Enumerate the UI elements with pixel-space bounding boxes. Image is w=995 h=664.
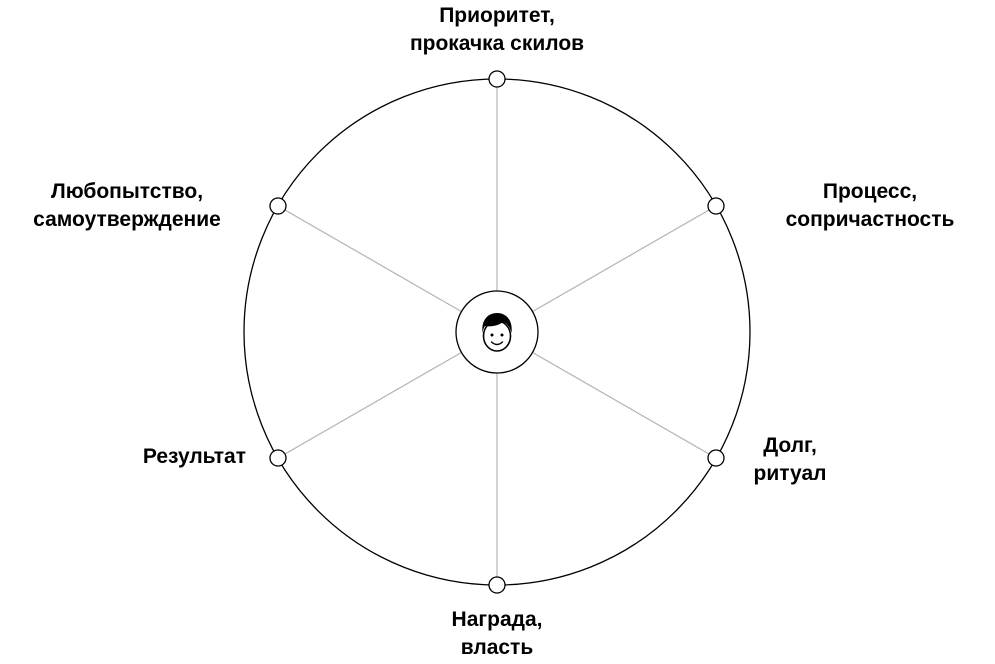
label-line: Любопытство,	[50, 180, 204, 203]
label-duty: Долг, ритуал	[754, 432, 827, 488]
label-line: Приоритет,	[439, 4, 555, 27]
node-top	[488, 70, 506, 88]
spoke-lr	[496, 331, 717, 459]
label-line: Результат	[142, 445, 246, 468]
label-line: прокачка скилов	[409, 32, 585, 55]
label-line: самоутверждение	[33, 208, 221, 231]
label-line: сопричастность	[785, 208, 955, 231]
face-icon	[482, 313, 512, 352]
label-line: Долг,	[763, 434, 817, 457]
label-priority: Приоритет, прокачка скилов	[410, 2, 584, 58]
label-curiosity: Любопытство, самоутверждение	[33, 178, 221, 234]
spoke-ur	[496, 205, 717, 333]
spokes	[277, 79, 717, 585]
label-line: власть	[460, 636, 534, 659]
node-ul	[269, 197, 287, 215]
node-lr	[707, 449, 725, 467]
label-line: ритуал	[753, 462, 827, 485]
label-process: Процесс, сопричастность	[786, 178, 955, 234]
node-bottom	[488, 576, 506, 594]
label-line: Процесс,	[822, 180, 918, 203]
node-ur	[707, 197, 725, 215]
nodes	[269, 70, 725, 594]
spoke-ll	[277, 331, 498, 459]
spoke-ul	[277, 205, 498, 333]
label-reward: Награда, власть	[452, 606, 543, 662]
label-result: Результат	[143, 443, 246, 471]
label-line: Награда,	[451, 608, 543, 631]
node-ll	[269, 449, 287, 467]
